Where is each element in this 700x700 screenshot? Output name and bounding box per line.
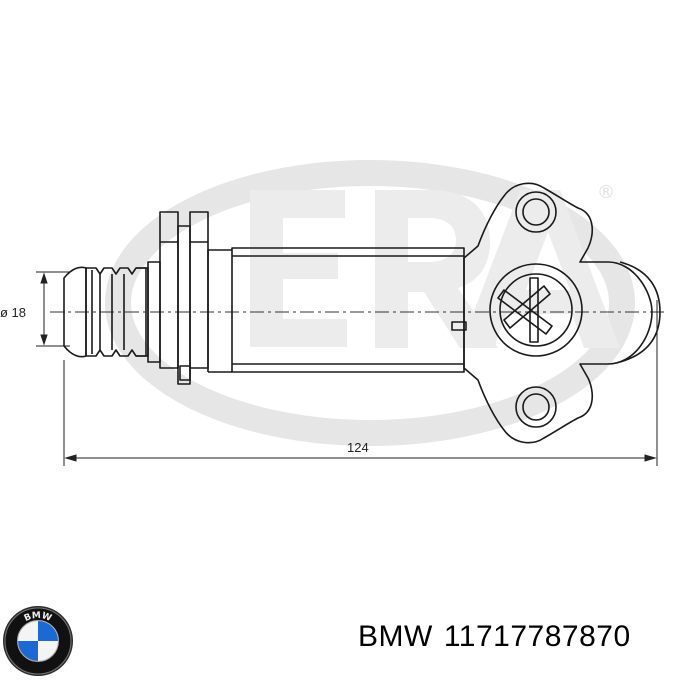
length-dimension — [63, 300, 658, 466]
top-bolt-hole — [515, 191, 557, 233]
technical-drawing: ® — [0, 160, 668, 466]
diameter-dimension — [36, 271, 70, 347]
diameter-label: ø 18 — [0, 305, 26, 320]
part-label: BMW 11717787870 — [358, 620, 631, 654]
port-cross — [497, 277, 553, 343]
part-number: 11717787870 — [443, 620, 631, 653]
brand-name: BMW — [358, 620, 433, 653]
retaining-clip — [159, 211, 232, 385]
housing-flange — [463, 182, 661, 444]
watermark-registered-mark: ® — [597, 182, 615, 203]
bottom-bolt-hole — [515, 386, 557, 428]
threaded-nozzle — [63, 261, 161, 363]
part-outline — [63, 182, 661, 444]
watermark-letters — [250, 190, 620, 348]
bmw-logo-icon: BMW — [3, 606, 73, 676]
port-opening — [489, 263, 583, 357]
length-label: 124 — [347, 440, 369, 455]
